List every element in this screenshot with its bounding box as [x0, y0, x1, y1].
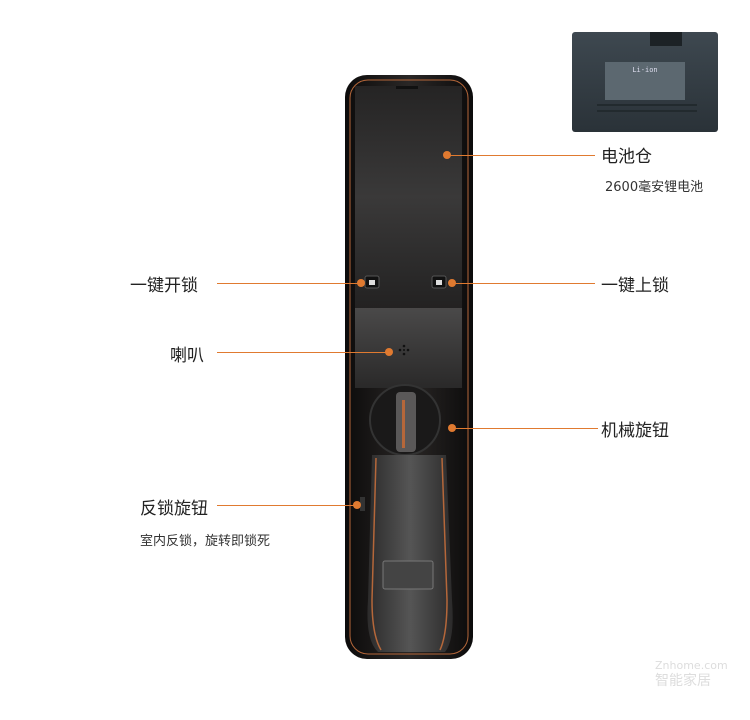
reverse-lock-desc: 室内反锁，旋转即锁死 [140, 534, 271, 549]
reverse-lock-line [217, 505, 355, 506]
mechanical-knob [369, 384, 441, 456]
svg-text:Li-ion: Li-ion [632, 66, 657, 74]
watermark: Znhome.com 智能家居 [655, 660, 728, 690]
reverse-lock-knob [360, 497, 365, 511]
speaker-holes [398, 344, 410, 356]
speaker-line [217, 352, 387, 353]
battery-desc: 2600毫安锂电池 [605, 180, 704, 195]
unlock-button [364, 275, 380, 289]
unlock-label: 一键开锁 [130, 276, 198, 296]
lock-line [452, 283, 595, 284]
reverse-lock-dot [353, 501, 361, 509]
reverse-lock-label: 反锁旋钮 [140, 499, 208, 519]
lock-label: 一键上锁 [601, 276, 669, 296]
watermark-line2: 智能家居 [655, 673, 711, 689]
knob-label: 机械旋钮 [601, 421, 669, 441]
smart-lock [345, 75, 473, 659]
handle [367, 455, 453, 652]
watermark-line1: Znhome.com [655, 659, 728, 672]
battery-line [447, 155, 595, 156]
speaker-dot [385, 348, 393, 356]
lock-button [431, 275, 447, 289]
speaker-label: 喇叭 [170, 346, 204, 366]
unlock-line [217, 283, 359, 284]
knob-line [452, 428, 598, 429]
battery-photo: Li-ion [572, 32, 718, 132]
unlock-dot [357, 279, 365, 287]
battery-label: 电池仓 [601, 147, 652, 167]
